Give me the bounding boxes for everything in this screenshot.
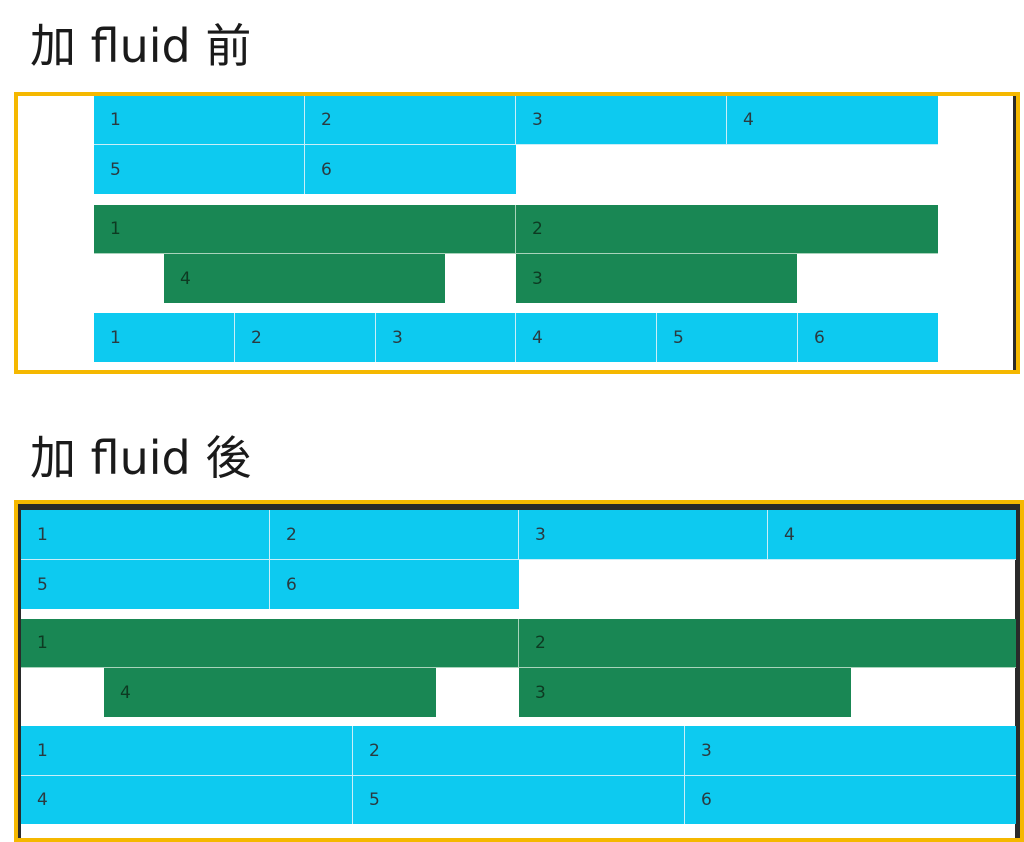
grid-cell: 6 <box>685 776 1016 824</box>
grid-cell: 3 <box>516 96 727 145</box>
grid-cell: 5 <box>94 145 305 194</box>
grid-cell: 2 <box>519 619 1016 668</box>
grid-cell: 2 <box>305 96 516 145</box>
heading-after-fluid: 加 fluid 後 <box>30 431 252 485</box>
grid-cell: 3 <box>519 510 768 560</box>
grid-cell: 4 <box>768 510 1016 560</box>
grid-cell: 3 <box>519 668 851 717</box>
grid-cell: 4 <box>104 668 436 717</box>
grid-cell: 1 <box>94 205 516 254</box>
grid-cell: 2 <box>516 205 938 254</box>
grid-cell: 6 <box>270 560 519 609</box>
frame-edge <box>18 504 21 838</box>
grid-cell: 2 <box>353 726 685 776</box>
grid-cell: 1 <box>21 726 353 776</box>
grid-cell: 1 <box>21 619 519 668</box>
frame-edge <box>18 504 1020 510</box>
grid-cell: 6 <box>798 313 938 362</box>
grid-cell: 4 <box>727 96 938 145</box>
grid-cell: 1 <box>94 96 305 145</box>
grid-cell: 3 <box>685 726 1016 776</box>
frame-edge <box>1013 96 1016 370</box>
grid-cell: 4 <box>164 254 445 303</box>
grid-cell: 2 <box>270 510 519 560</box>
grid-cell: 3 <box>376 313 516 362</box>
grid-cell: 1 <box>94 313 235 362</box>
grid-cell: 6 <box>305 145 516 194</box>
grid-cell: 3 <box>516 254 797 303</box>
grid-cell: 4 <box>21 776 353 824</box>
container-after-fluid: 1 2 3 4 5 6 1 2 4 3 1 2 3 4 5 6 <box>14 500 1024 842</box>
heading-before-fluid: 加 fluid 前 <box>30 19 252 73</box>
grid-cell: 5 <box>353 776 685 824</box>
grid-cell: 2 <box>235 313 376 362</box>
grid-cell: 5 <box>21 560 270 609</box>
frame-edge <box>1015 504 1020 838</box>
grid-cell: 1 <box>21 510 270 560</box>
grid-cell: 5 <box>657 313 798 362</box>
container-before-fluid: 1 2 3 4 5 6 1 2 4 3 1 2 3 4 5 6 <box>14 92 1020 374</box>
grid-cell: 4 <box>516 313 657 362</box>
